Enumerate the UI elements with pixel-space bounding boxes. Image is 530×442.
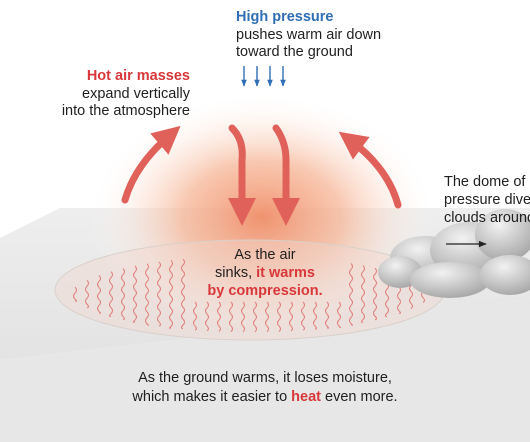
heat-wave-line: [145, 263, 149, 326]
sinks-line1: As the air: [234, 247, 296, 263]
pressure-arrows: [241, 66, 286, 87]
ground-line2-post: even more.: [321, 389, 398, 405]
heat-wave-line: [289, 301, 293, 332]
heat-wave-line: [313, 301, 317, 330]
dome-line2: pressure dive: [444, 192, 530, 208]
heat-wave-line: [253, 301, 257, 333]
heat-wave-line: [361, 265, 365, 323]
heat-wave-line: [349, 263, 353, 326]
rising-arrow-left: [121, 125, 181, 204]
hot-air-line2: into the atmosphere: [61, 103, 190, 119]
heat-wave-line: [301, 301, 305, 331]
heat-wave-line: [157, 261, 161, 327]
ground-line2: which makes it easier to heat even more.: [100, 388, 430, 406]
heat-wave-line: [169, 260, 173, 329]
rising-arrow-right: [338, 131, 402, 209]
ground-slab-face: [0, 300, 530, 442]
heat-wave-line: [277, 301, 281, 332]
heat-wave-line: [73, 286, 77, 302]
heat-wave-line: [337, 301, 341, 329]
ground-line2-pre: which makes it easier to: [132, 389, 292, 405]
heat-wave-line: [85, 279, 89, 309]
dome-line1: The dome of h: [444, 174, 530, 190]
dome-line3: clouds around: [444, 210, 530, 226]
heat-wave-line: [193, 301, 197, 331]
heat-wave-line: [181, 258, 185, 330]
hot-air-line1: expand vertically: [82, 86, 190, 102]
heat-wave-line: [241, 301, 245, 333]
heat-wave-line: [97, 275, 101, 314]
heat-wave-line: [373, 267, 377, 321]
heat-wave-line: [205, 301, 209, 332]
heat-wave-line: [265, 301, 269, 333]
ground-line1: As the ground warms, it loses moisture,: [138, 370, 392, 386]
heat-wave-line: [133, 265, 137, 323]
sinks-line2-em: it warms: [256, 265, 315, 281]
sinks-line3: by compression.: [207, 283, 323, 299]
heat-wave-line: [325, 301, 329, 329]
sinks-line2: sinks, it warms: [180, 264, 350, 282]
sinking-arrow-left: [228, 124, 256, 226]
heat-wave-line: [121, 268, 125, 320]
high-pressure-line2: toward the ground: [236, 44, 353, 60]
dome-label: The dome of h pressure dive clouds aroun…: [444, 173, 530, 233]
high-pressure-line1: pushes warm air down: [236, 27, 382, 43]
heat-wave-line: [217, 301, 221, 332]
heat-wave-line: [109, 271, 113, 317]
heat-waves: [73, 258, 425, 333]
cloud-icon: [378, 209, 530, 298]
high-pressure-title: High pressure: [236, 9, 334, 25]
ground-line2-em: heat: [291, 389, 321, 405]
heat-wave-line: [229, 301, 233, 333]
sinks-line2-pre: sinks,: [215, 265, 257, 281]
sinking-arrow-right: [272, 124, 300, 226]
hot-air-title: Hot air masses: [86, 68, 190, 84]
